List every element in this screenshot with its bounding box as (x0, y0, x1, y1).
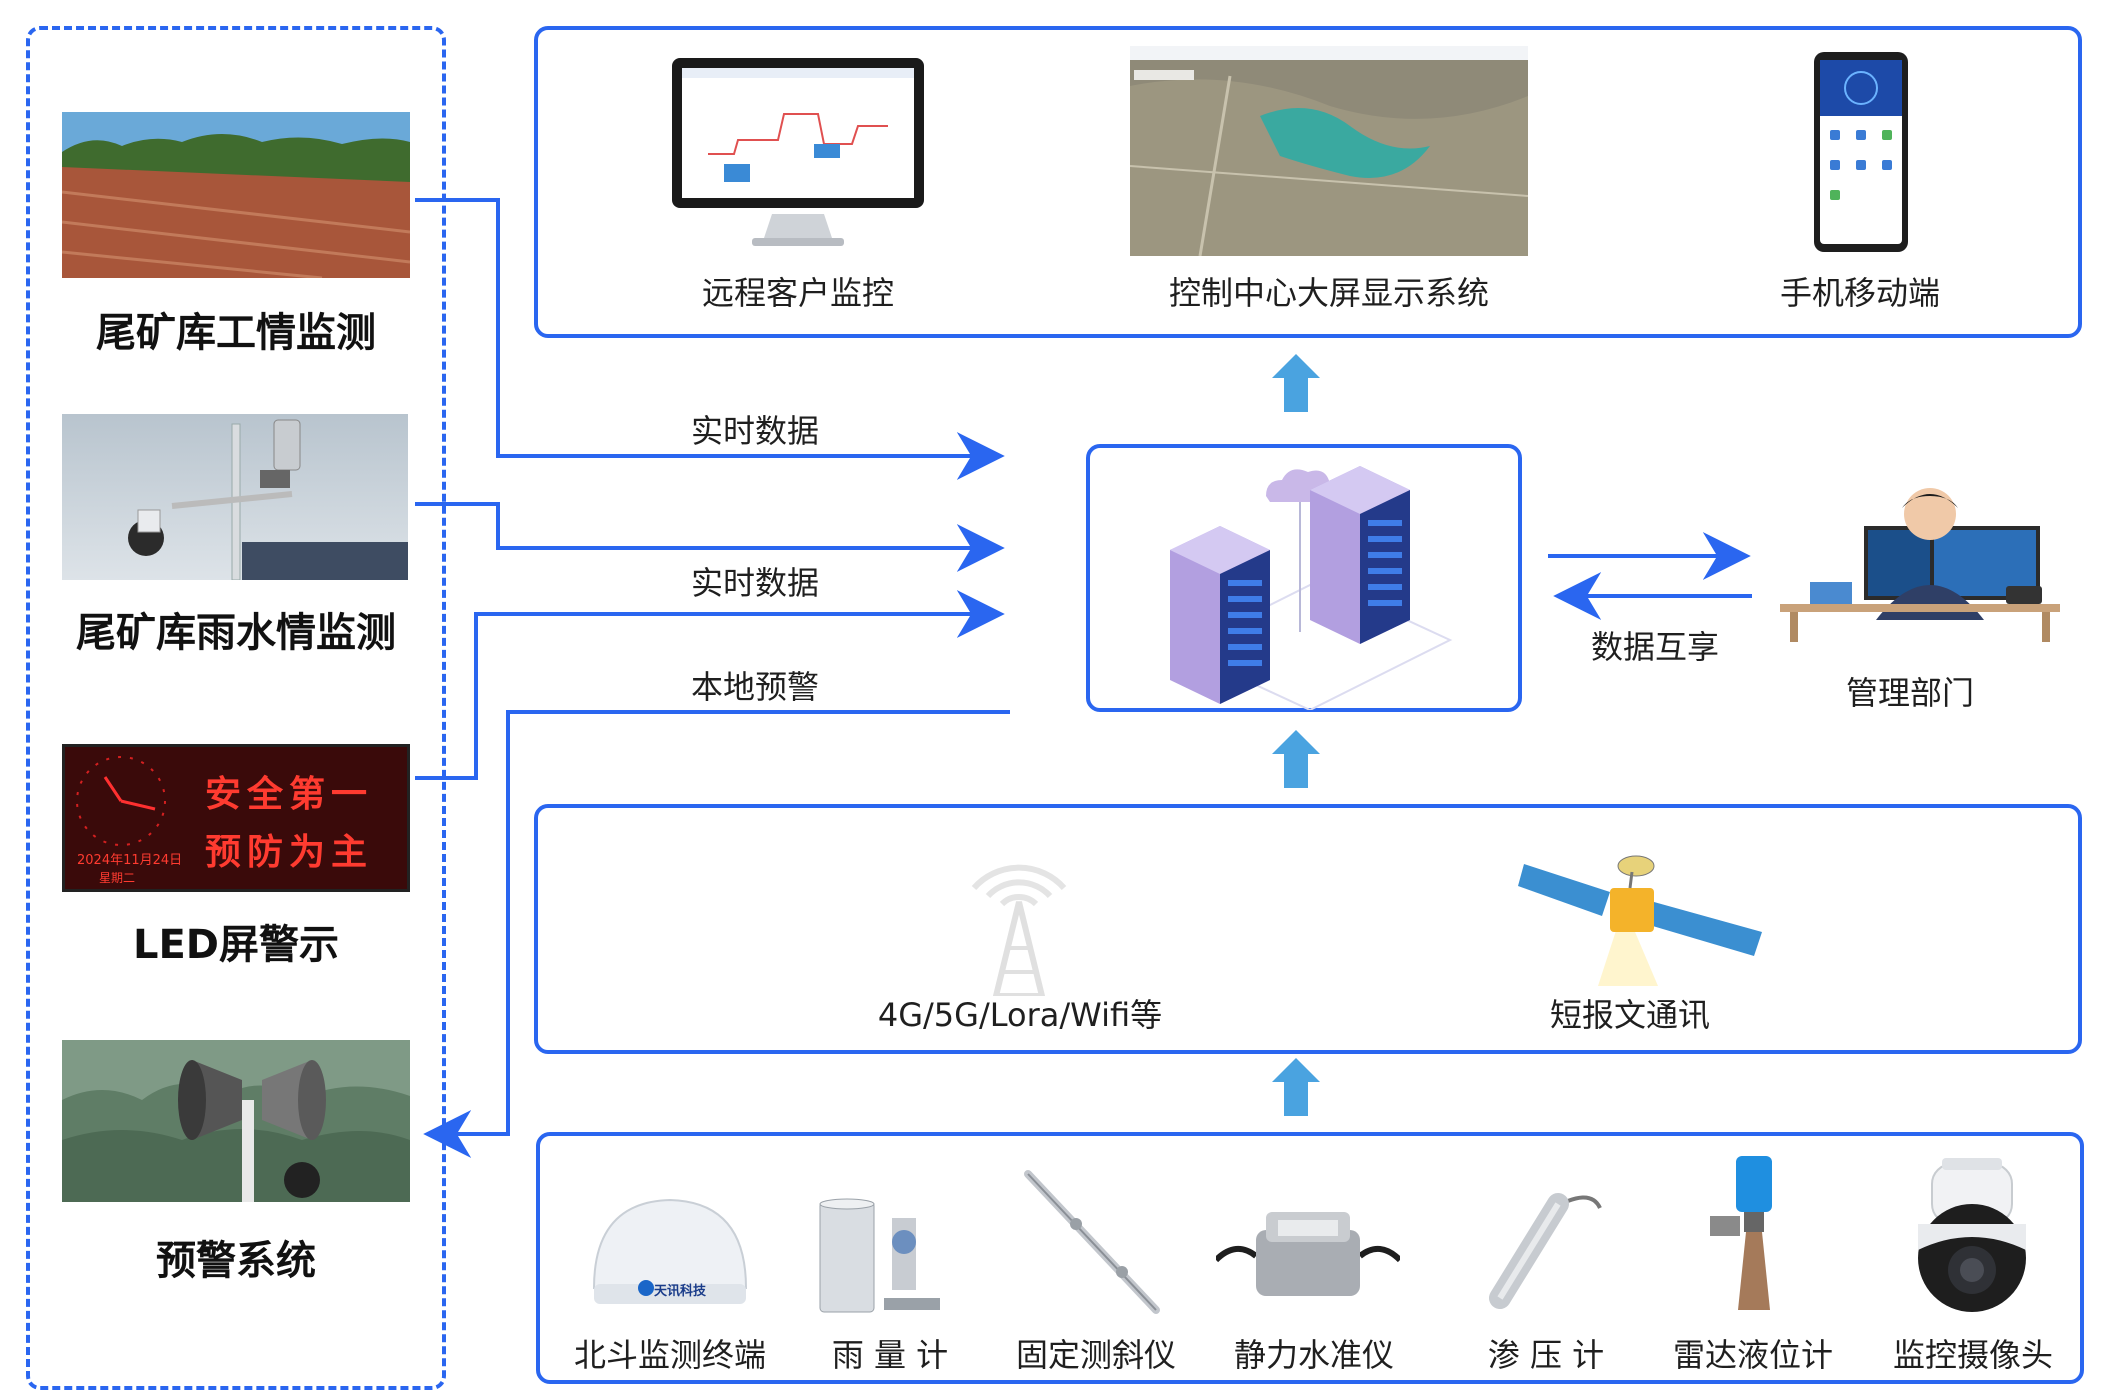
piezometer-icon (1480, 1180, 1610, 1310)
sensor-item-label-5: 雷达液位计 (1672, 1336, 1833, 1374)
realtime-flow-1 (415, 198, 1005, 480)
left-item-label-0: 尾矿库工情监测 (96, 310, 376, 356)
beidou-terminal-icon: 天讯科技 (590, 1196, 750, 1312)
left-item-label-1: 尾矿库雨水情监测 (76, 610, 396, 656)
flow-label-data-share: 数据互享 (1590, 628, 1719, 666)
led-flow (415, 590, 1005, 780)
satellite-icon (1518, 836, 1768, 986)
comm-item-label-1: 短报文通讯 (1549, 996, 1710, 1034)
rain-monitoring-photo (62, 414, 408, 580)
comm-item-label-0: 4G/5G/Lora/Wifi等 (877, 996, 1163, 1034)
warning-system-photo (62, 1040, 410, 1202)
flow-label-realtime-1: 实时数据 (690, 412, 819, 450)
management-operator-icon (1780, 486, 2060, 646)
top-item-label-2: 手机移动端 (1779, 274, 1940, 312)
led-date: 2024年11月24日 (77, 853, 183, 868)
field-devices-panel (26, 26, 446, 1390)
vertical-up-arrows (1272, 354, 1320, 1116)
mobile-phone-icon (1812, 50, 1910, 254)
desktop-monitor-icon (668, 54, 928, 250)
led-text-line2: 预防为主 (205, 831, 374, 873)
led-weekday: 星期二 (99, 871, 136, 885)
data-share-arrows (1548, 532, 1752, 620)
big-screen-map-icon (1130, 46, 1528, 256)
sensor-item-label-6: 监控摄像头 (1892, 1336, 2053, 1374)
hydrostatic-level-icon (1216, 1200, 1400, 1310)
sensor-item-label-2: 固定测斜仪 (1015, 1336, 1176, 1374)
sensor-item-label-0: 北斗监测终端 (573, 1336, 766, 1374)
management-label: 管理部门 (1845, 674, 1974, 712)
surveillance-camera-icon (1912, 1154, 2032, 1314)
rain-gauge-icon (816, 1198, 946, 1318)
led-text-line1: 安全第一 (205, 773, 374, 815)
sensor-item-label-1: 雨 量 计 (831, 1336, 949, 1374)
left-item-label-3: 预警系统 (156, 1238, 316, 1284)
flow-label-local-warning: 本地预警 (690, 668, 819, 706)
radar-level-gauge-icon (1700, 1156, 1800, 1314)
local-warning-flow (423, 710, 1010, 1158)
sensor-item-label-3: 静力水准仪 (1233, 1336, 1394, 1374)
flow-label-realtime-2: 实时数据 (690, 564, 819, 602)
left-item-label-2: LED屏警示 (132, 922, 339, 968)
top-item-label-0: 远程客户监控 (701, 274, 894, 312)
communication-panel (534, 804, 2082, 1054)
beidou-brand: 天讯科技 (654, 1284, 707, 1299)
cell-tower-icon (944, 818, 1094, 996)
cloud-server-icon (1150, 450, 1470, 710)
realtime-flow-2 (415, 502, 1005, 572)
tailings-dam-photo (62, 112, 410, 278)
led-display: 安全第一 预防为主 2024年11月24日 星期二 (62, 744, 410, 892)
sensor-item-label-4: 渗 压 计 (1487, 1336, 1605, 1374)
inclinometer-icon (1018, 1168, 1168, 1318)
top-item-label-1: 控制中心大屏显示系统 (1168, 274, 1489, 312)
